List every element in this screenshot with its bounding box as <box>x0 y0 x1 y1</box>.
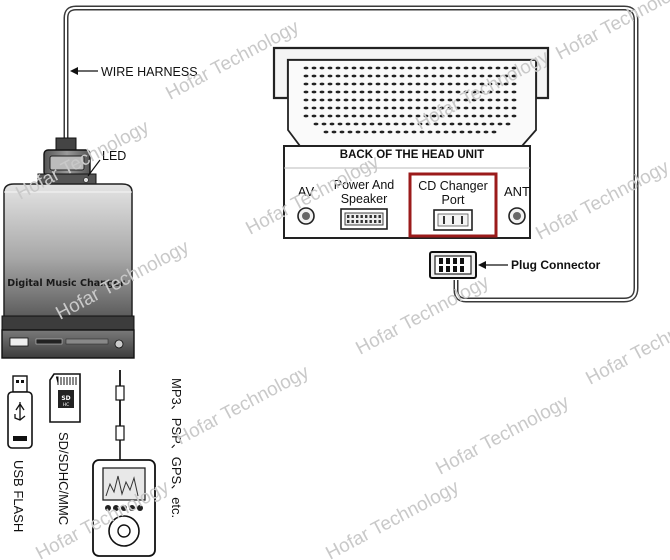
wire-harness-pointer <box>70 67 98 75</box>
mp3-player-icon <box>92 459 156 557</box>
head-unit-back-panel <box>283 145 531 239</box>
svg-text:HC: HC <box>63 402 70 408</box>
led-pointer <box>87 159 101 177</box>
antenna-jack-icon <box>508 207 526 225</box>
wire-harness-label: WIRE HARNESS <box>101 65 198 79</box>
power-speaker-label-2: Speaker <box>341 192 388 206</box>
wire-harness-cable <box>63 5 639 303</box>
svg-text:SD: SD <box>61 395 70 402</box>
watermark-text: Hofar Technology <box>172 361 313 449</box>
vent-holes <box>303 66 517 134</box>
cd-changer-label-1: CD Changer <box>418 179 487 193</box>
cd-changer-label-2: Port <box>442 193 465 207</box>
head-unit-title: BACK OF THE HEAD UNIT <box>340 149 484 161</box>
device-connector <box>37 137 97 187</box>
sd-card-icon: SD HC <box>49 373 81 423</box>
watermark-text: Hofar Technology <box>582 301 670 389</box>
watermark-text: Hofar Technology <box>322 476 463 560</box>
digital-music-changer: Digital Music Changer <box>1 183 135 359</box>
device-name-label: Digital Music Changer <box>7 278 125 289</box>
usb-flash-icon <box>7 375 33 449</box>
led-label: LED <box>102 149 126 163</box>
plug-connector-icon <box>429 251 477 279</box>
plug-connector-pointer <box>478 261 508 269</box>
power-speaker-port-icon <box>340 208 388 230</box>
av-label: AV <box>298 184 315 199</box>
head-unit: BACK OF THE HEAD UNIT AV Power And Speak… <box>272 46 550 239</box>
watermark-text: Hofar Technology <box>532 156 670 244</box>
power-speaker-label-1: Power And <box>334 178 395 192</box>
sd-cards-label: SD/SDHC/MMC <box>56 432 71 525</box>
watermark-text: Hofar Technology <box>432 391 573 479</box>
watermark-text: Hofar Technology <box>352 271 493 359</box>
ant-label: ANT <box>504 184 530 199</box>
cd-changer-port-icon <box>433 209 473 231</box>
usb-flash-label: USB FLASH <box>11 460 26 532</box>
cd-changer-highlight <box>408 172 498 238</box>
audio-cable-icon <box>115 370 125 462</box>
plug-connector-label: Plug Connector <box>511 258 601 272</box>
media-sources-label: MP3、PSP、GPS、etc. <box>169 378 184 518</box>
av-jack-icon <box>297 207 315 225</box>
led-indicator-icon <box>83 177 89 183</box>
